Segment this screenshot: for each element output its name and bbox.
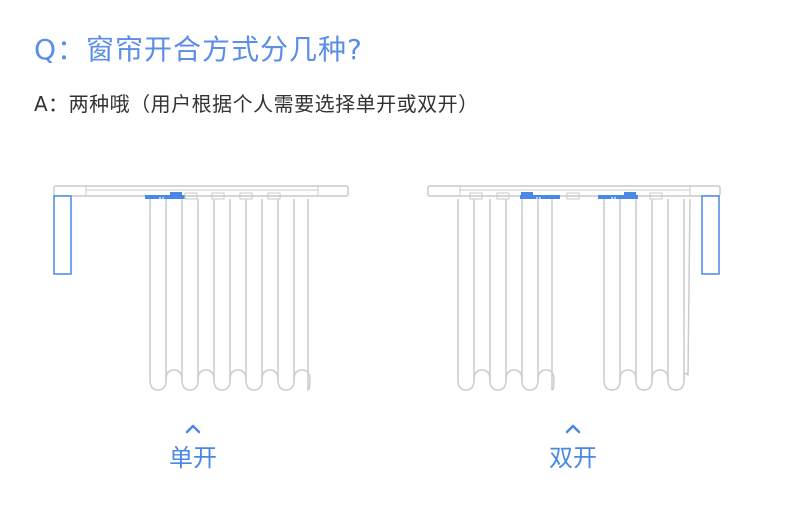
curtain-slider [145,195,185,199]
curtain-right [603,198,691,391]
double-open-diagram [427,185,721,391]
chevron-up-icon [185,424,201,434]
curtain-rail [427,185,721,197]
curtain-rail [53,185,349,197]
answer-text: A：两种哦（用户根据个人需要选择单开或双开） [34,92,479,116]
curtain-motor [701,195,720,275]
curtain-slider-right [598,195,638,199]
single-open-diagram [53,185,349,391]
double-open-label: 双开 [549,444,597,472]
curtain-slider-left [520,195,560,199]
question-text: Q：窗帘开合方式分几种? [34,33,363,66]
chevron-up-icon [565,424,581,434]
curtain-motor [53,195,72,275]
single-open-label: 单开 [169,444,217,472]
curtain-single [149,199,311,391]
